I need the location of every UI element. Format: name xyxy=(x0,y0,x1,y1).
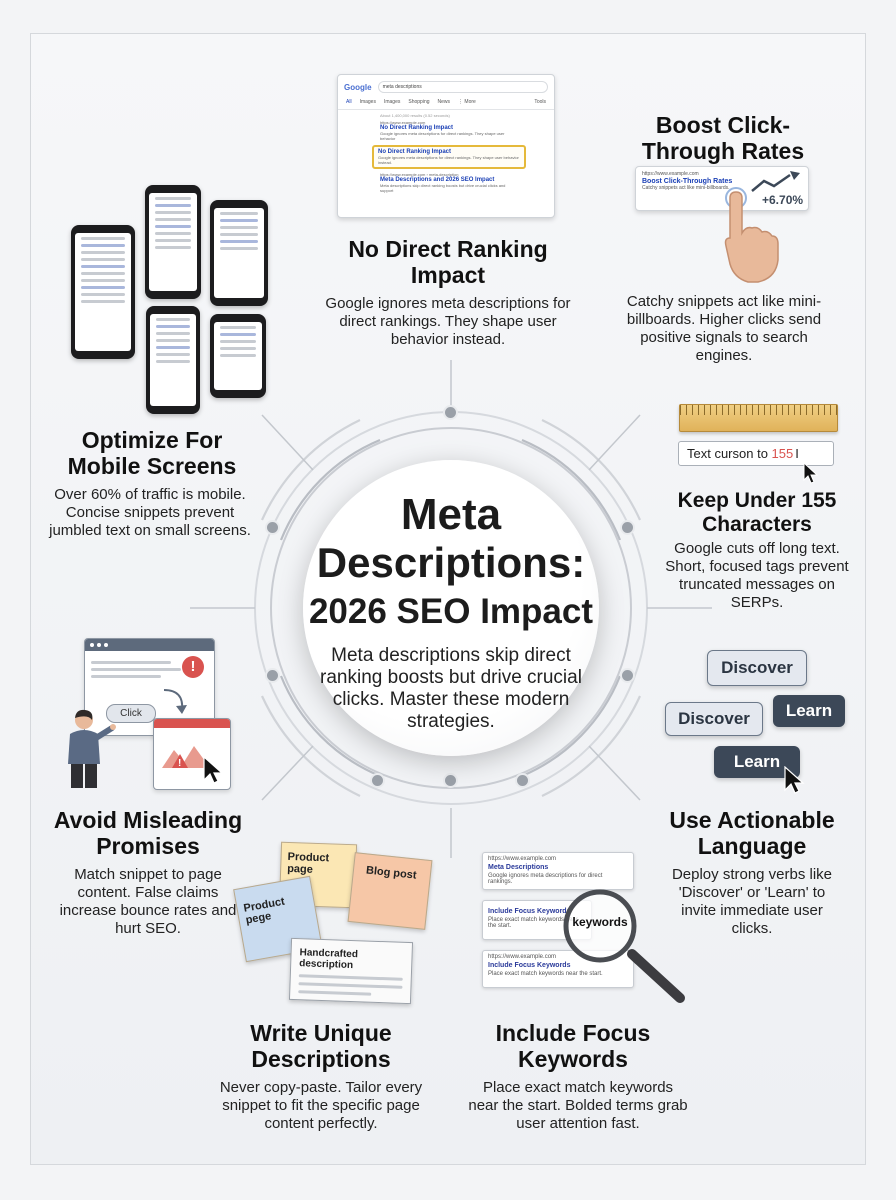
keyword-result-card: https://www.example.com Meta Description… xyxy=(482,852,634,890)
serp-result-title: No Direct Ranking Impact xyxy=(378,149,452,155)
alert-icon: ! xyxy=(182,656,204,678)
serp-tab[interactable]: ⋮ More xyxy=(458,99,476,105)
ctr-card-snippet: Catchy snippets act like mini-billboards… xyxy=(642,185,730,191)
heading-misleading: Avoid Misleading Promises xyxy=(53,807,243,859)
result-title: Include Focus Keywords xyxy=(488,908,571,915)
serp-mockup: Google meta descriptions All Images Imag… xyxy=(337,74,555,218)
text-cursor: I xyxy=(795,446,799,461)
input-limit: 155 xyxy=(771,446,794,461)
result-snippet: Place exact match keywords near the star… xyxy=(488,917,578,929)
ring-dot xyxy=(265,520,280,535)
body-keywords: Place exact match keywords near the star… xyxy=(468,1079,688,1132)
serp-tab[interactable]: Tools xyxy=(534,99,546,105)
person-illustration xyxy=(68,709,116,788)
broken-content-icon: ! xyxy=(162,746,210,769)
phone-mockup xyxy=(71,225,135,359)
magnifier-keyword: keywords xyxy=(572,915,628,929)
serp-result-snippet: Google ignores meta descriptions for dir… xyxy=(380,131,505,141)
input-text: Text curson to xyxy=(687,446,772,461)
ring-dot xyxy=(265,668,280,683)
heading-unique: Write Unique Descriptions xyxy=(250,1020,392,1072)
serp-result-snippet: Meta descriptions skip direct ranking bo… xyxy=(380,183,506,193)
ring-dot xyxy=(443,773,458,788)
ctr-snippet-card: https://www.example.com Boost Click-Thro… xyxy=(635,166,809,211)
result-title: Meta Descriptions xyxy=(488,864,549,871)
learn-button[interactable]: Learn xyxy=(714,746,800,778)
body-unique: Never copy-paste. Tailor every snippet t… xyxy=(219,1079,423,1132)
body-boost: Catchy snippets act like mini-billboards… xyxy=(626,293,822,364)
heading-under155: Keep Under 155 Characters xyxy=(677,489,837,536)
body-actionable: Deploy strong verbs like 'Discover' or '… xyxy=(671,866,833,937)
serp-result-url: https://www.example.com xyxy=(380,120,426,125)
description-card: Handcrafted description xyxy=(288,937,414,1005)
serp-tabs: All Images Images Shopping News ⋮ More T… xyxy=(338,95,554,110)
body-no-direct: Google ignores meta descriptions for dir… xyxy=(325,295,571,348)
serp-tab[interactable]: Images xyxy=(359,99,376,105)
ring-dot xyxy=(370,773,385,788)
result-title: Include Focus Keywords xyxy=(488,962,571,969)
phone-mockup xyxy=(210,200,268,306)
result-snippet: Google ignores meta descriptions for dir… xyxy=(488,873,603,885)
center-body: Meta descriptions skip direct ranking bo… xyxy=(320,645,582,732)
google-logo: Google xyxy=(344,82,372,92)
heading-mobile: Optimize For Mobile Screens xyxy=(67,427,237,479)
result-snippet: Place exact match keywords near the star… xyxy=(488,971,603,977)
center-title-line2: Descriptions: xyxy=(316,539,586,586)
ctr-card-title: Boost Click-Through Rates xyxy=(642,178,733,185)
error-page-icon: ! xyxy=(153,718,231,790)
description-card-label: Handcrafted description xyxy=(299,947,359,972)
heading-keywords: Include Focus Keywords xyxy=(495,1020,651,1072)
ring-dot xyxy=(620,520,635,535)
center-title-line1: Meta xyxy=(400,490,502,539)
serp-highlighted-result[interactable]: No Direct Ranking Impact Google ignores … xyxy=(372,145,526,169)
learn-button[interactable]: Learn xyxy=(773,695,845,727)
sticky-note-blog: Blog post xyxy=(347,852,433,930)
discover-button[interactable]: Discover xyxy=(707,650,807,686)
ring-dot xyxy=(620,668,635,683)
mouse-pointer-icon xyxy=(203,756,224,784)
body-mobile: Over 60% of traffic is mobile. Concise s… xyxy=(49,486,251,539)
serp-tab[interactable]: All xyxy=(346,99,352,105)
click-button-illustration: Click xyxy=(106,704,156,723)
svg-text:!: ! xyxy=(178,758,181,769)
serp-result-url: https://www.example.com › meta-descripti… xyxy=(380,172,459,177)
ruler-icon xyxy=(679,404,838,432)
center-title-line3: 2026 SEO Impact xyxy=(308,592,594,631)
mouse-pointer-icon xyxy=(784,766,805,794)
phone-mockup xyxy=(146,306,200,414)
ring-dot xyxy=(515,773,530,788)
body-under155: Google cuts off long text. Short, focuse… xyxy=(665,540,849,611)
pointing-hand-icon xyxy=(724,187,779,283)
curved-arrow-icon xyxy=(163,689,187,714)
magnifying-glass-icon xyxy=(563,889,685,1003)
ctr-card-url: https://www.example.com xyxy=(642,171,699,177)
serp-tab[interactable]: Shopping xyxy=(408,99,430,105)
heading-boost: Boost Click-Through Rates xyxy=(641,112,805,164)
ctr-metric: +6.70% xyxy=(762,193,804,207)
center-circle xyxy=(303,460,599,756)
serp-result-count: About 1,400,000 results (0.52 seconds) xyxy=(380,113,450,118)
serp-tab[interactable]: Images xyxy=(383,99,401,105)
result-url: https://www.example.com xyxy=(488,856,557,862)
body-misleading: Match snippet to page content. False cla… xyxy=(59,866,237,937)
ring-dot xyxy=(443,405,458,420)
serp-result-title[interactable]: No Direct Ranking Impact xyxy=(380,125,454,131)
heading-no-direct: No Direct Ranking Impact xyxy=(348,236,548,288)
trend-up-icon xyxy=(751,171,800,192)
result-url: https://www.example.com xyxy=(488,954,557,960)
mouse-pointer-icon xyxy=(803,462,819,484)
serp-result-title[interactable]: Meta Descriptions and 2026 SEO Impact xyxy=(380,177,495,183)
discover-button[interactable]: Discover xyxy=(665,702,763,736)
serp-tab[interactable]: News xyxy=(437,99,451,105)
phone-mockup xyxy=(210,314,266,398)
serp-result-snippet: Google ignores meta descriptions for dir… xyxy=(378,155,519,165)
serp-search-box[interactable]: meta descriptions xyxy=(377,81,548,93)
heading-actionable: Use Actionable Language xyxy=(669,807,835,859)
phone-mockup xyxy=(145,185,201,299)
